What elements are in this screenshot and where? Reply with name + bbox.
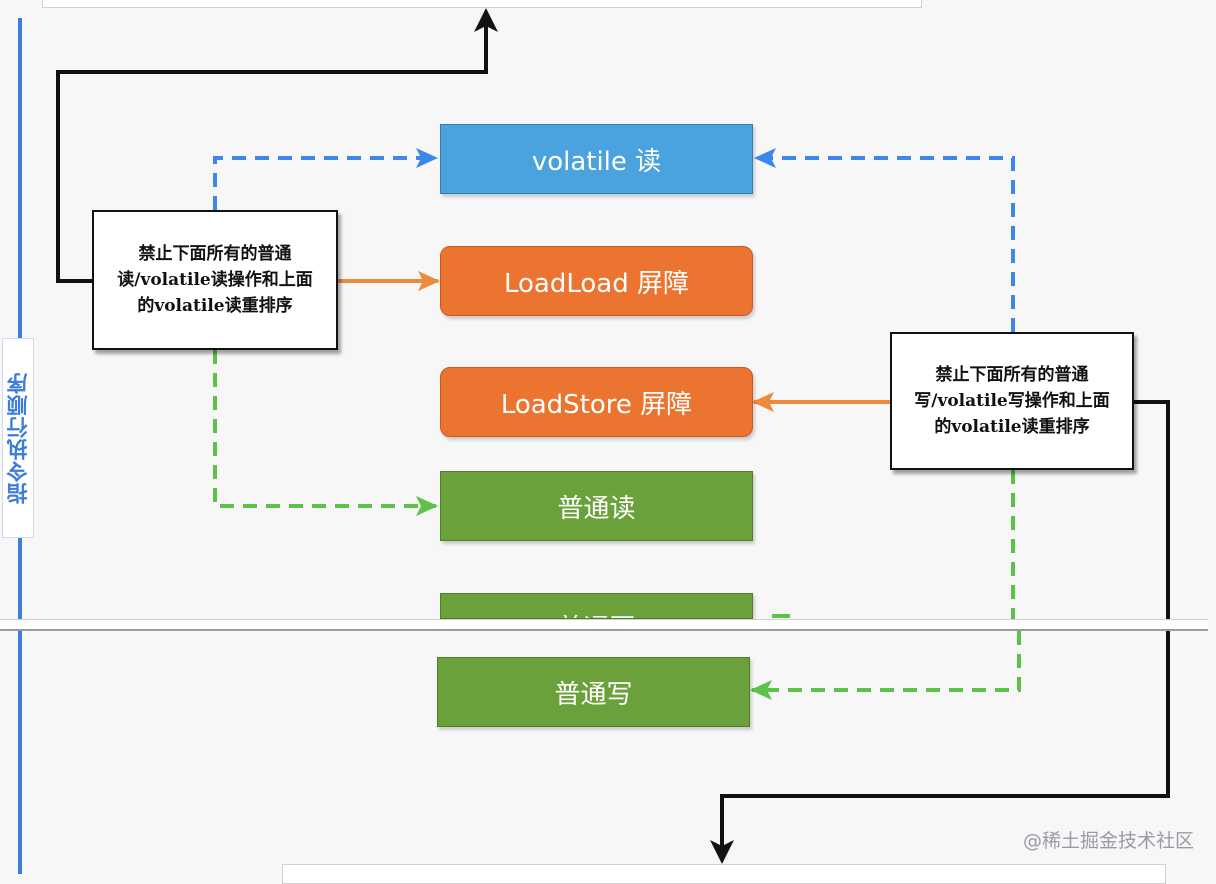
top-frame <box>42 0 922 8</box>
right-to-volatile-read-arrow <box>754 148 1015 332</box>
left-to-volatile-read-arrow <box>213 148 438 210</box>
loadstore-barrier-box: LoadStore 屏障 <box>440 367 753 437</box>
normal-write-label: 普通写 <box>554 679 633 710</box>
left-note: 禁止下面所有的普通 读/volatile读操作和上面 的volatile读重排序 <box>92 210 338 350</box>
left-note-to-top-arrow <box>56 14 488 283</box>
right-note-to-bottom-arrow <box>720 400 1170 852</box>
normal-write-box: 普通写 <box>437 657 750 727</box>
execution-order-label-box: 指令执行顺序 <box>2 338 34 538</box>
volatile-read-box: volatile 读 <box>440 124 753 194</box>
bottom-arrowhead <box>710 840 734 864</box>
left-to-normal-read-arrow <box>213 350 438 516</box>
execution-order-label: 指令执行顺序 <box>6 372 30 504</box>
normal-write-partial-label: 普通写 <box>557 608 635 618</box>
right-note-text: 禁止下面所有的普通 写/volatile写操作和上面 的volatile读重排序 <box>914 365 1110 437</box>
right-to-normal-write-arrow <box>750 631 1021 700</box>
section-divider <box>0 619 1208 631</box>
loadload-barrier-label: LoadLoad 屏障 <box>503 268 689 299</box>
loadload-barrier-box: LoadLoad 屏障 <box>440 246 753 316</box>
normal-write-partial-box: 普通写 <box>440 593 753 619</box>
normal-read-label: 普通读 <box>557 493 636 524</box>
loadstore-barrier-label: LoadStore 屏障 <box>500 389 693 420</box>
right-note: 禁止下面所有的普通 写/volatile写操作和上面 的volatile读重排序 <box>890 332 1134 470</box>
watermark: @稀土掘金技术社区 <box>1022 830 1194 852</box>
left-note-text: 禁止下面所有的普通 读/volatile读操作和上面 的volatile读重排序 <box>117 244 313 316</box>
volatile-read-label: volatile 读 <box>531 146 662 177</box>
top-arrowhead <box>474 8 498 32</box>
normal-read-box: 普通读 <box>440 471 753 541</box>
